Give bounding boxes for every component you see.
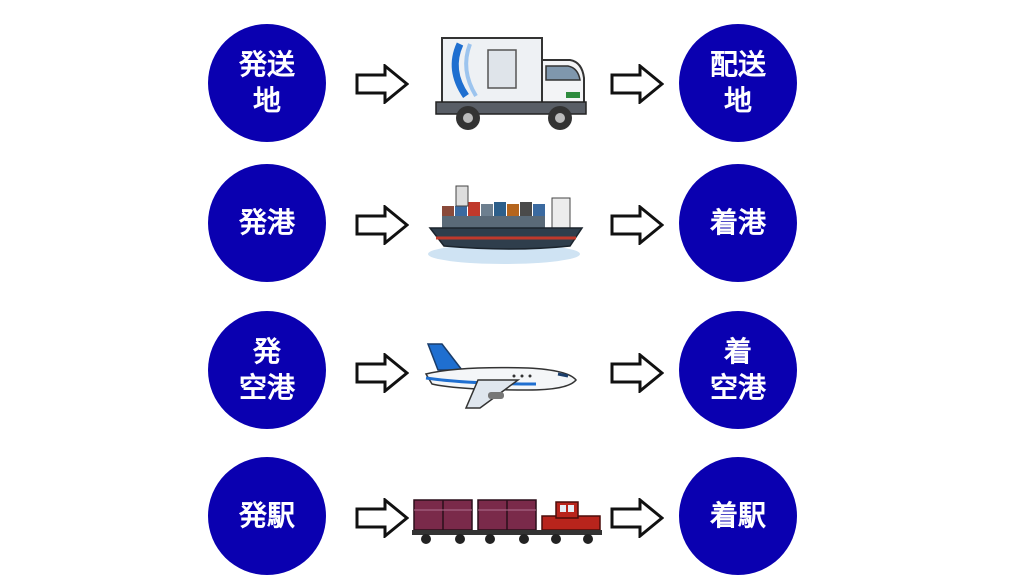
destination-node-2: 着港 [679, 164, 797, 282]
airplane-icon [424, 343, 577, 409]
arrow-right-icon [355, 64, 409, 104]
train-icon [412, 499, 602, 544]
arrow-right-icon [610, 205, 664, 245]
origin-node-4: 発駅 [208, 457, 326, 575]
arrow-right-icon [610, 353, 664, 393]
origin-node-2: 発港 [208, 164, 326, 282]
truck-icon [435, 37, 587, 130]
origin-node-1: 発送 地 [208, 24, 326, 142]
origin-node-3: 発 空港 [208, 311, 326, 429]
arrow-right-icon [355, 205, 409, 245]
arrow-right-icon [355, 498, 409, 538]
ship-icon [428, 185, 584, 264]
destination-node-3: 着 空港 [679, 311, 797, 429]
arrow-right-icon [610, 64, 664, 104]
destination-node-1: 配送 地 [679, 24, 797, 142]
arrow-right-icon [610, 498, 664, 538]
destination-node-4: 着駅 [679, 457, 797, 575]
arrow-right-icon [355, 353, 409, 393]
